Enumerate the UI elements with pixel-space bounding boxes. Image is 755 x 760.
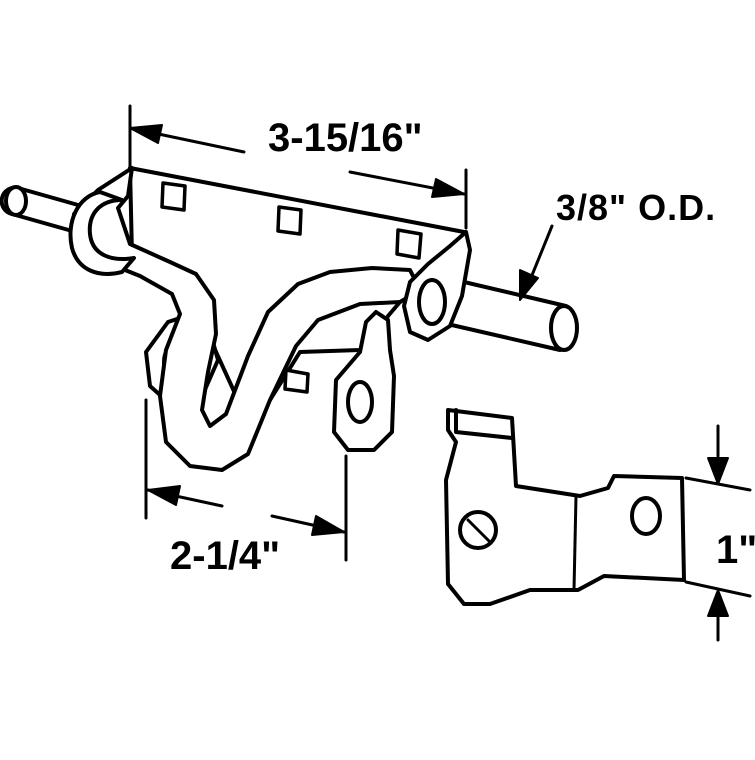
dimension-label-rod-diameter: 3/8" O.D. xyxy=(556,187,717,228)
keeper-strike xyxy=(444,408,686,606)
right-mounting-tab xyxy=(332,310,396,452)
dimension-lines xyxy=(128,104,752,642)
dimension-label-keeper-height: 1" xyxy=(716,528,755,572)
bolt-left-ear xyxy=(68,190,136,276)
dimension-label-depth: 2-1/4" xyxy=(170,534,281,578)
right-ear-rod-end xyxy=(417,278,447,326)
dimension-label-width: 3-15/16" xyxy=(268,116,423,160)
plate-square-holes xyxy=(160,181,423,394)
